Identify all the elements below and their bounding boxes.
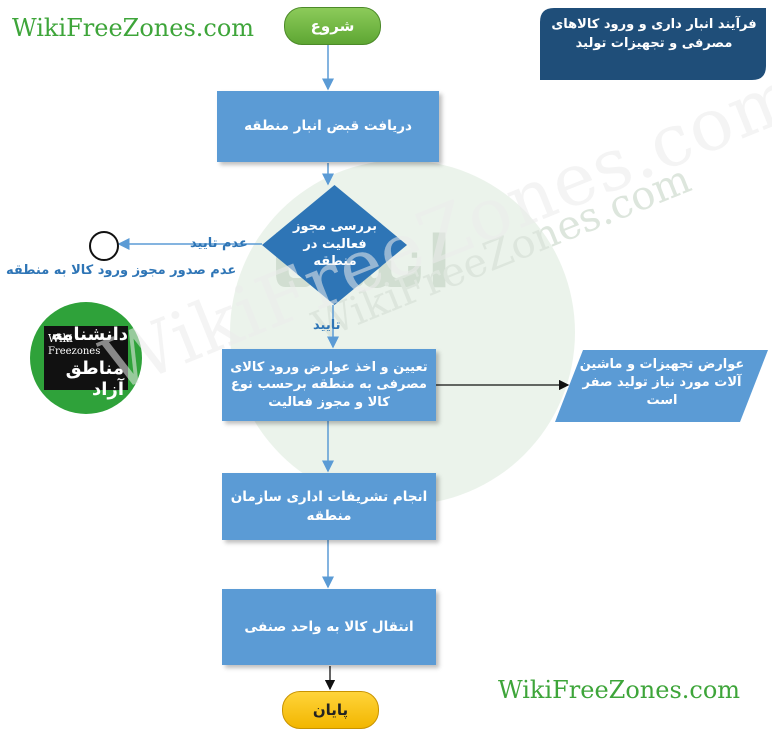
wikifreezones-logo: Wiki Freezones دانشنامه مناطق آزاد (30, 302, 142, 414)
reject-result-text: عدم صدور مجوز ورود کالا به منطقه (6, 263, 237, 278)
process-administrative-formalities: انجام تشریفات اداری سازمان منطقه (222, 473, 436, 540)
label-not-approved: عدم تایید (190, 236, 248, 251)
decision-permit-check: بررسی مجوز فعالیت در منطقه (293, 219, 377, 270)
site-watermark-top: WikiFreeZones.com (12, 14, 255, 42)
reject-end-circle (89, 231, 119, 261)
start-terminal: شروع (284, 7, 381, 45)
label-approved: تایید (313, 318, 341, 333)
diagram-title: فرآیند انبار داری و ورود کالاهای مصرفی و… (551, 17, 757, 51)
process-transfer-goods: انتقال کالا به واحد صنفی (222, 589, 436, 665)
process-determine-duties: تعیین و اخذ عوارض ورود کالای مصرفی به من… (222, 349, 436, 421)
end-terminal: پایان (282, 691, 379, 729)
side-note-parallelogram (555, 350, 768, 422)
watermark-circle (230, 160, 575, 505)
title-banner (540, 8, 766, 80)
decision-diamond (262, 185, 407, 305)
process-receive-receipt: دریافت قبض انبار منطقه (217, 91, 439, 162)
side-note-zero-duty: عوارض تجهیزات و ماشین آلات مورد نیاز تول… (579, 357, 745, 409)
site-watermark-bottom: WikiFreeZones.com (498, 676, 741, 704)
